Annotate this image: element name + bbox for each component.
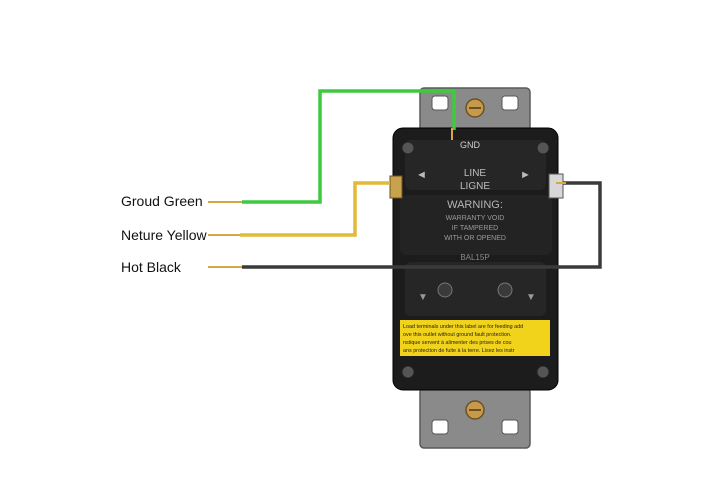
left-line-terminal-icon bbox=[389, 175, 403, 199]
ground-wire bbox=[242, 89, 456, 204]
left-arrow-icon: ◄ bbox=[416, 169, 427, 181]
warning-line-3: WITH OR OPENED bbox=[444, 235, 506, 242]
hot-wire-label: Hot Black bbox=[121, 259, 181, 275]
hot-wire bbox=[242, 181, 602, 269]
warning-line-2: IF TAMPERED bbox=[452, 225, 498, 232]
neutral-wire bbox=[240, 181, 390, 237]
neutral-wire-label: Neture Yellow bbox=[121, 227, 207, 243]
down-arrow-right-icon: ▼ bbox=[526, 292, 536, 303]
sticker-line-2: ove this outlet without ground fault pro… bbox=[403, 332, 511, 338]
down-arrow-left-icon: ▼ bbox=[418, 292, 428, 303]
ground-wire-label: Groud Green bbox=[121, 193, 203, 209]
warning-line-1: WARRANTY VOID bbox=[446, 215, 505, 222]
wires bbox=[208, 89, 602, 269]
gnd-label: GND bbox=[460, 140, 481, 150]
mounting-strap-bottom bbox=[419, 387, 531, 449]
sticker-line-1: Load terminals under this label are for … bbox=[403, 324, 523, 330]
warning-title: WARNING: bbox=[447, 199, 503, 211]
sticker-line-4: ans protection de fuite à la terre. Lise… bbox=[403, 348, 515, 354]
right-line-terminal-icon bbox=[548, 173, 564, 199]
right-arrow-icon: ► bbox=[520, 169, 531, 181]
sticker-line-3: nstique servent à alimenter des prises d… bbox=[403, 340, 511, 346]
load-terminal-sticker: Load terminals under this label are for … bbox=[400, 320, 550, 356]
ligne-label: LIGNE bbox=[460, 181, 490, 192]
model-label: BAL15P bbox=[460, 253, 489, 262]
mounting-strap-top bbox=[419, 87, 531, 141]
line-label: LINE bbox=[464, 168, 487, 179]
